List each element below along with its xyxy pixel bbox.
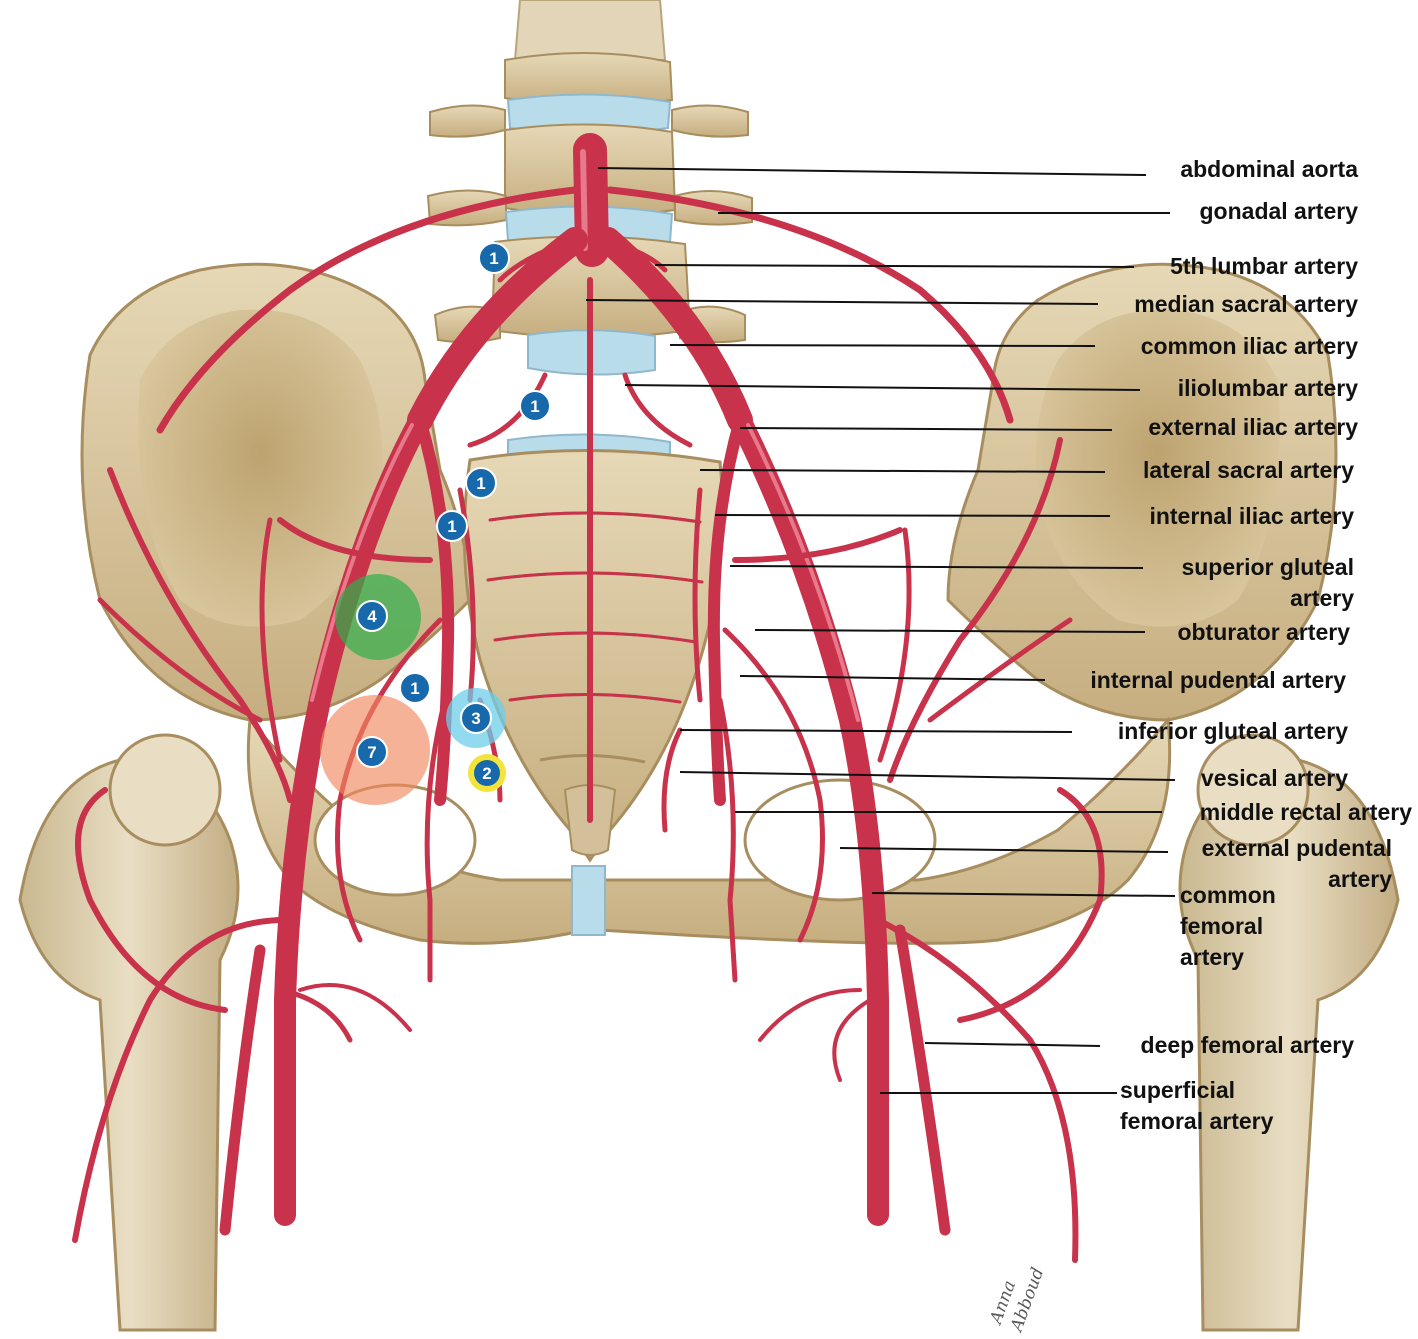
leader-fifth-lumbar-artery (654, 264, 1135, 268)
leader-inferior-gluteal-artery (679, 729, 1073, 733)
arteries (72, 133, 1105, 1263)
marker-1d: 1 (436, 510, 468, 542)
label-superior-gluteal-artery: superior gluteal artery (1181, 554, 1354, 611)
leader-lines (585, 167, 1176, 1094)
svg-text:1: 1 (476, 474, 485, 493)
label-lateral-sacral-artery: lateral sacral artery (1143, 457, 1354, 483)
marker-1c: 1 (465, 467, 497, 499)
leader-superior-gluteal-artery (729, 565, 1144, 569)
label-fifth-lumbar-artery: 5th lumbar artery (1170, 253, 1358, 279)
svg-text:4: 4 (367, 607, 377, 626)
label-common-iliac-artery: common iliac artery (1140, 333, 1358, 359)
label-deep-femoral-artery: deep femoral artery (1140, 1032, 1354, 1058)
svg-text:3: 3 (471, 709, 480, 728)
leader-common-femoral-artery (871, 892, 1176, 897)
label-internal-pudental-artery: internal pudental artery (1090, 667, 1346, 693)
leader-external-pudental-artery (839, 847, 1169, 853)
label-obturator-artery: obturator artery (1177, 619, 1350, 645)
leader-abdominal-aorta (597, 167, 1147, 176)
label-iliolumbar-artery: iliolumbar artery (1177, 375, 1358, 401)
marker-4: 4 (356, 600, 388, 632)
leader-internal-pudental-artery (739, 675, 1046, 681)
leader-median-sacral-artery (585, 299, 1099, 305)
svg-text:1: 1 (489, 249, 498, 268)
label-internal-iliac-artery: internal iliac artery (1149, 503, 1354, 529)
label-external-iliac-artery: external iliac artery (1148, 414, 1358, 440)
marker-7: 7 (356, 736, 388, 768)
marker-1b: 1 (519, 390, 551, 422)
svg-text:1: 1 (530, 397, 539, 416)
label-vesical-artery: vesical artery (1200, 765, 1348, 791)
svg-text:1: 1 (410, 679, 419, 698)
label-abdominal-aorta: abdominal aorta (1180, 156, 1358, 182)
label-median-sacral-artery: median sacral artery (1134, 291, 1358, 317)
leader-obturator-artery (754, 629, 1146, 633)
label-external-pudental-artery: external pudental artery (1201, 835, 1392, 892)
marker-3: 3 (460, 702, 492, 734)
leader-internal-iliac-artery (714, 514, 1111, 517)
label-common-femoral-artery: common femoral artery (1180, 882, 1276, 970)
leader-vesical-artery (679, 771, 1176, 781)
leader-deep-femoral-artery (924, 1042, 1101, 1047)
markers: 1 1 1 1 1 4 3 2 7 (320, 242, 551, 805)
marker-1a: 1 (478, 242, 510, 274)
leader-common-iliac-artery (669, 344, 1096, 347)
label-gonadal-artery: gonadal artery (1199, 198, 1359, 224)
leader-iliolumbar-artery (624, 384, 1141, 391)
svg-text:2: 2 (482, 764, 491, 783)
label-middle-rectal-artery: middle rectal artery (1199, 799, 1412, 825)
label-inferior-gluteal-artery: inferior gluteal artery (1117, 718, 1348, 744)
leader-lateral-sacral-artery (699, 469, 1106, 473)
artist-signature: Anna Abboud (986, 1265, 1049, 1336)
marker-2: 2 (474, 760, 500, 786)
leader-external-iliac-artery (739, 427, 1113, 431)
svg-text:7: 7 (367, 743, 376, 762)
label-superficial-femoral-artery: superficial femoral artery (1120, 1077, 1274, 1134)
marker-1e: 1 (399, 672, 431, 704)
svg-text:1: 1 (447, 517, 456, 536)
